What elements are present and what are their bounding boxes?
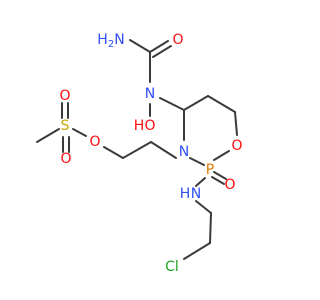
bond-c-c xyxy=(122,141,152,159)
bond-n-c4 xyxy=(159,97,185,111)
bond-n3-c xyxy=(150,141,177,159)
hydroxy-hydrogen: H xyxy=(134,118,145,134)
sulfur-atom: S xyxy=(61,118,70,134)
bond-p-o-2 xyxy=(211,176,225,185)
bond-c-o-2 xyxy=(152,45,172,58)
ring-nitrogen: N xyxy=(179,144,189,160)
bond-o-p xyxy=(213,150,230,161)
hydroxy-oxygen: O xyxy=(144,118,155,134)
bond-s-ch3 xyxy=(36,128,60,143)
bond-c-c-cl xyxy=(209,212,212,244)
chlorine-atom: Cl xyxy=(165,259,179,275)
sulfonyl-oxygen-bottom: O xyxy=(60,151,71,167)
phosphorus-atom: P xyxy=(206,162,214,178)
bond-c4-c5 xyxy=(183,95,209,111)
bond-c5-c6 xyxy=(207,95,236,113)
bond-c-o-1 xyxy=(149,40,169,53)
bond-c-cl xyxy=(183,242,211,260)
phosphoryl-oxygen: O xyxy=(224,177,235,193)
bond-nh-c xyxy=(195,200,212,214)
bond-c6-o xyxy=(234,111,238,136)
bond-p-nh xyxy=(195,177,206,187)
carbonyl-oxygen: O xyxy=(172,32,183,48)
sulfonyl-oxygen-top: O xyxy=(59,88,70,104)
ring-oxygen: O xyxy=(231,138,242,154)
diagram-canvas: H2N O N O H N O P O H N Cl S O O O xyxy=(36,32,243,275)
amine-nitrogen: N xyxy=(191,186,201,202)
hydroxy-nitrogen: N xyxy=(145,86,155,102)
molecule-structure: H2N O N O H N O P O H N Cl S O O O xyxy=(36,32,243,275)
ester-oxygen: O xyxy=(89,134,100,150)
bond-c-oester xyxy=(103,146,124,159)
atom-labels: H2N O N O H N O P O H N Cl S O O O xyxy=(59,32,242,275)
bonds xyxy=(36,39,238,260)
bond-nh2-c xyxy=(129,39,151,53)
bond-o-s xyxy=(72,128,87,137)
bond-n3-p xyxy=(189,157,205,166)
nh2-label: H2N xyxy=(97,32,124,50)
amine-hydrogen: H xyxy=(180,186,191,202)
bond-p-o-1 xyxy=(213,171,227,180)
